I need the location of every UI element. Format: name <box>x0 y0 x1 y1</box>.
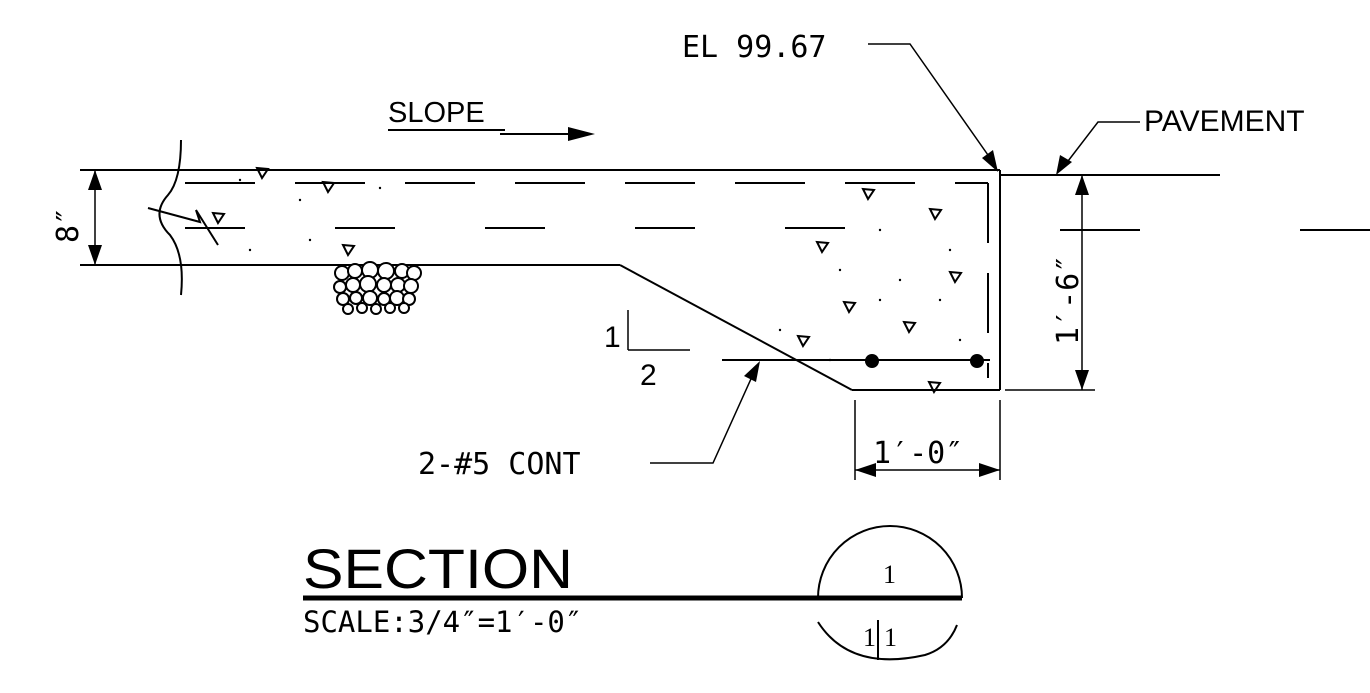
aggregate-dot <box>958 338 962 342</box>
gravel-stone <box>356 302 368 314</box>
break-line <box>147 139 219 296</box>
gravel-stone <box>336 292 350 306</box>
gravel-stone <box>406 265 422 281</box>
aggregate-mark <box>928 207 943 221</box>
aggregate-mark <box>255 166 270 180</box>
dimension-8-label: 8″ <box>51 207 86 243</box>
curb-section-outline <box>80 169 1370 391</box>
gravel-stone <box>403 278 419 294</box>
aggregate-dot <box>838 268 842 272</box>
aggregate-dot <box>878 228 882 232</box>
gravel-stone <box>377 262 395 280</box>
slope-run-label: 2 <box>640 359 657 392</box>
pavement-label: PAVEMENT <box>1144 105 1305 138</box>
aggregate-mark <box>927 380 942 394</box>
dimension-1ft-0in: 1′-0″ <box>854 400 1001 480</box>
pavement-leader: PAVEMENT <box>1056 105 1305 175</box>
dimension-8-inch: 8″ <box>51 169 175 266</box>
aggregate-mark <box>815 240 830 254</box>
gravel-stone <box>334 265 350 281</box>
gravel-stone <box>362 290 378 306</box>
gravel-stone <box>390 277 406 293</box>
dimension-1ft6-label: 1′-6″ <box>1051 255 1086 345</box>
hidden-lines <box>185 182 989 378</box>
gravel-stone <box>333 280 347 294</box>
aggregate-dot <box>238 178 242 182</box>
aggregate-mark <box>341 243 356 257</box>
concrete-aggregate-marks <box>211 166 963 394</box>
dimension-1ft-6in: 1′-6″ <box>1005 175 1140 391</box>
gravel-stone <box>349 291 363 305</box>
section-title: SECTION <box>303 537 573 600</box>
reinforcement-leader: 2-#5 CONT <box>418 361 760 482</box>
slope-ratio-indicator: 1 2 <box>604 310 690 392</box>
aggregate-mark <box>211 211 226 225</box>
slope-annotation: SLOPE <box>388 97 595 141</box>
aggregate-dot <box>938 298 942 302</box>
elevation-label: EL 99.67 <box>682 30 827 65</box>
aggregate-dot <box>308 238 312 242</box>
section-title-block: SECTION SCALE:3/4″=1′-0″ 1 1 1 <box>303 525 963 661</box>
aggregate-dot <box>948 248 952 252</box>
aggregate-mark <box>902 320 917 334</box>
aggregate-mark <box>948 270 963 284</box>
gravel-stone <box>384 302 396 314</box>
rebar-bar <box>970 354 984 368</box>
sheet-number-left: 1 <box>863 623 876 652</box>
aggregate-dot <box>898 278 902 282</box>
gravel-stone <box>342 303 354 315</box>
aggregate-mark <box>842 300 857 314</box>
aggregate-dot <box>878 298 882 302</box>
slope-rise-label: 1 <box>604 321 621 354</box>
dimension-1ft0-label: 1′-0″ <box>873 436 963 471</box>
aggregate-mark <box>796 334 811 348</box>
gravel-stone <box>376 277 392 293</box>
elevation-leader: EL 99.67 <box>682 30 998 172</box>
aggregate-mark <box>861 187 876 201</box>
aggregate-dot <box>378 186 382 190</box>
rebar-bar <box>865 354 879 368</box>
gravel-stone <box>359 275 377 293</box>
rebar-line <box>722 354 990 368</box>
reinforcement-label: 2-#5 CONT <box>418 447 581 482</box>
slope-label: SLOPE <box>388 97 485 129</box>
aggregate-dot <box>778 328 782 332</box>
gravel-stone <box>370 303 382 315</box>
aggregate-dot <box>248 248 252 252</box>
aggregate-dot <box>298 198 302 202</box>
aggregate-mark <box>321 180 336 194</box>
gravel-stone <box>347 263 363 279</box>
gravel-base <box>333 261 422 315</box>
gravel-stone <box>345 277 361 293</box>
section-number: 1 <box>883 560 896 589</box>
gravel-stone <box>398 302 410 314</box>
sheet-number-right: 1 <box>884 623 897 652</box>
scale-label: SCALE:3/4″=1′-0″ <box>303 605 582 639</box>
